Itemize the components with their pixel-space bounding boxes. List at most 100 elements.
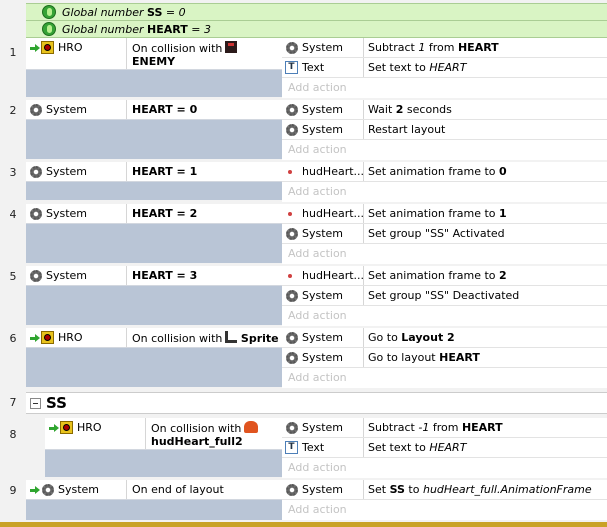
trigger-arrow-icon (30, 486, 40, 494)
event-number: 1 (9, 46, 17, 59)
group-indent (26, 416, 45, 478)
action-object: System (302, 351, 344, 364)
action-object: System (302, 41, 344, 54)
gear-icon (286, 290, 298, 302)
sprite-icon (41, 41, 54, 54)
event-4[interactable]: System HEART = 2 (26, 204, 282, 263)
condition[interactable]: HRO On collision with Sprite (26, 328, 282, 348)
heart-sprite-icon (244, 421, 259, 433)
event-8[interactable]: HRO On collision with hudHeart_full2 (45, 418, 282, 477)
action-row[interactable]: System Set SS to hudHeart_full.Animation… (282, 480, 607, 500)
sprite-object-icon (225, 331, 238, 343)
action-row[interactable]: System Go to layout HEART (282, 348, 607, 368)
action-object: hudHeart... (302, 165, 364, 178)
condition[interactable]: HRO On collision with ENEMY (26, 38, 282, 70)
add-action-link[interactable]: Add action (282, 500, 607, 520)
event-3[interactable]: System HEART = 1 (26, 162, 282, 200)
condition-text: On collision with (132, 42, 223, 55)
sprite-icon (41, 331, 54, 344)
gear-icon (30, 270, 42, 282)
condition-param: hudHeart_full2 (151, 435, 243, 448)
text-object-icon: T (285, 441, 298, 454)
event-group-ss[interactable]: SS (26, 392, 607, 414)
condition-object: System (58, 483, 100, 496)
action-object: System (302, 123, 344, 136)
trigger-arrow-icon (30, 44, 40, 52)
condition[interactable]: System On end of layout (26, 480, 282, 500)
condition-object: System (46, 269, 88, 282)
action-row[interactable]: System Subtract 1 from HEART (282, 38, 607, 58)
global-name: HEART (147, 23, 188, 36)
action-row[interactable]: hudHeart... Set animation frame to 1 (282, 204, 607, 224)
action-row[interactable]: System Wait 2 seconds (282, 100, 607, 120)
condition-param: ENEMY (132, 55, 176, 68)
event-9[interactable]: System On end of layout (26, 480, 282, 520)
group-name: SS (46, 394, 67, 412)
event-number: 7 (9, 396, 17, 409)
action-row[interactable]: System Restart layout (282, 120, 607, 140)
add-action-link[interactable]: Add action (282, 140, 607, 160)
condition[interactable]: HRO On collision with hudHeart_full2 (45, 418, 282, 450)
gear-icon (286, 124, 298, 136)
hud-heart-icon (288, 170, 292, 174)
condition-text: HEART = 1 (132, 165, 198, 178)
add-action-link[interactable]: Add action (282, 182, 607, 202)
globe-icon (42, 22, 56, 36)
action-object: System (302, 483, 344, 496)
gear-icon (42, 484, 54, 496)
event-6[interactable]: HRO On collision with Sprite (26, 328, 282, 387)
add-action-link[interactable]: Add action (282, 306, 607, 326)
action-object: System (302, 289, 344, 302)
event-number: 6 (9, 332, 17, 345)
gear-icon (286, 42, 298, 54)
global-value: = 3 (187, 23, 211, 36)
global-label: Global number (62, 6, 148, 19)
gear-icon (30, 208, 42, 220)
condition-param: Sprite (240, 332, 279, 345)
event-1[interactable]: HRO On collision with ENEMY (26, 38, 282, 97)
gear-icon (286, 332, 298, 344)
action-row[interactable]: System Set group "SS" Deactivated (282, 286, 607, 306)
condition[interactable]: System HEART = 1 (26, 162, 282, 182)
condition-text: HEART = 2 (132, 207, 198, 220)
enemy-sprite-icon (225, 41, 238, 53)
condition[interactable]: System HEART = 0 (26, 100, 282, 120)
action-row[interactable]: System Subtract -1 from HEART (282, 418, 607, 438)
event-number: 2 (9, 104, 17, 117)
add-action-link[interactable]: Add action (282, 78, 607, 98)
action-object: Text (302, 61, 325, 74)
add-action-link[interactable]: Add action (282, 458, 607, 478)
text-object-icon: T (285, 61, 298, 74)
global-variable-row[interactable]: Global number SS = 0 (26, 3, 607, 21)
action-object: Text (302, 441, 325, 454)
action-object: System (302, 227, 344, 240)
event-5[interactable]: System HEART = 3 (26, 266, 282, 325)
action-row[interactable]: System Go to Layout 2 (282, 328, 607, 348)
add-action-link[interactable]: Add action (282, 244, 607, 264)
condition[interactable]: System HEART = 2 (26, 204, 282, 224)
condition-object: HRO (77, 421, 102, 434)
action-row[interactable]: hudHeart... Set animation frame to 2 (282, 266, 607, 286)
condition-object: HRO (58, 331, 83, 344)
condition[interactable]: System HEART = 3 (26, 266, 282, 286)
condition-object: HRO (58, 41, 83, 54)
add-action-link[interactable]: Add action (282, 368, 607, 388)
action-row[interactable]: System Set group "SS" Activated (282, 224, 607, 244)
global-variable-row[interactable]: Global number HEART = 3 (26, 20, 607, 38)
collapse-toggle-icon[interactable] (30, 398, 41, 409)
gear-icon (30, 104, 42, 116)
action-object: System (302, 421, 344, 434)
gear-icon (30, 166, 42, 178)
event-number: 9 (9, 484, 17, 497)
condition-object: System (46, 207, 88, 220)
sprite-icon (60, 421, 73, 434)
event-number: 5 (9, 270, 17, 283)
action-row[interactable]: hudHeart... Set animation frame to 0 (282, 162, 607, 182)
event-2[interactable]: System HEART = 0 (26, 100, 282, 159)
event-number: 3 (9, 166, 17, 179)
global-label: Global number (62, 23, 148, 36)
trigger-arrow-icon (30, 334, 40, 342)
action-object: hudHeart... (302, 269, 364, 282)
